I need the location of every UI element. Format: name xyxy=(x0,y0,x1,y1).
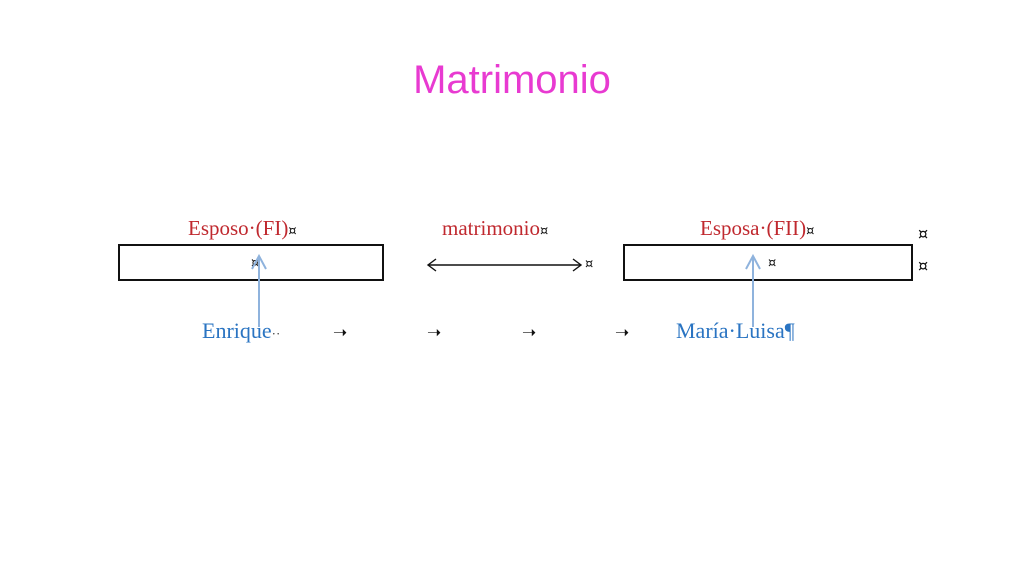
pilcrow: ¶ xyxy=(784,318,795,343)
wife-box xyxy=(623,244,913,281)
end-of-row-mark: ¤ xyxy=(918,256,929,275)
tab-dots: ·· xyxy=(271,326,281,341)
tab-arrow: ➝ xyxy=(427,323,442,343)
tab-arrow: ➝ xyxy=(333,323,348,343)
tab-arrow: ➝ xyxy=(615,323,630,343)
husband-pointer-arrow xyxy=(251,253,267,327)
wife-header: Esposa·(FII)¤ xyxy=(700,216,814,241)
marriage-arrow xyxy=(426,258,583,272)
relation-header-text: matrimonio xyxy=(442,216,540,240)
wife-name-line: María·Luisa¶ xyxy=(676,318,795,344)
husband-name: Enrique xyxy=(202,318,272,343)
cell-mark: ¤ xyxy=(585,257,594,272)
husband-header: Esposo·(FI)¤ xyxy=(188,216,297,241)
slide-title: Matrimonio xyxy=(413,58,611,102)
tab-arrow: ➝ xyxy=(522,323,537,343)
wife-name: María·Luisa xyxy=(676,318,785,343)
husband-box xyxy=(118,244,384,281)
cell-mark: ¤ xyxy=(806,224,815,239)
husband-name-line: Enrique·· xyxy=(202,318,280,344)
husband-header-text: Esposo·(FI) xyxy=(188,216,289,240)
cell-mark: ¤ xyxy=(768,256,777,271)
cell-mark: ¤ xyxy=(540,224,549,239)
cell-mark: ¤ xyxy=(288,224,297,239)
wife-pointer-arrow xyxy=(745,253,761,327)
relation-header: matrimonio¤ xyxy=(442,216,548,241)
end-of-row-mark: ¤ xyxy=(918,224,929,243)
wife-header-text: Esposa·(FII) xyxy=(700,216,807,240)
